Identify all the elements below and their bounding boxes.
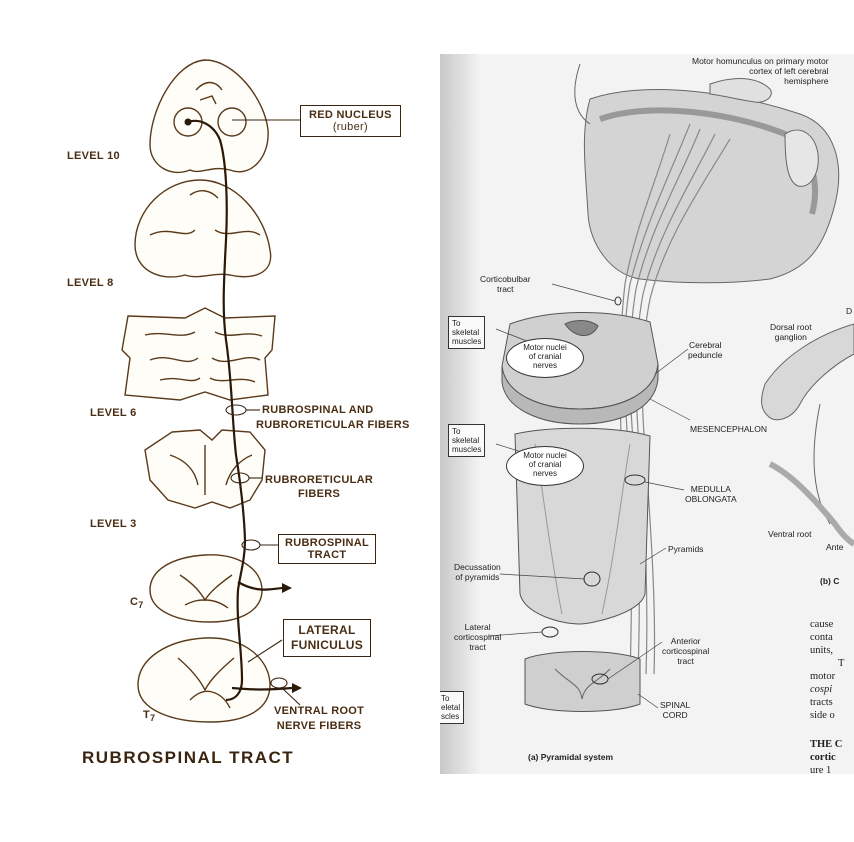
rubrospinal-tract-diagram: LEVEL 10 LEVEL 8 LEVEL 6 LEVEL 3 C7 T7 R… — [67, 59, 410, 767]
rubrospinal-tract-box: RUBROSPINAL TRACT — [278, 534, 376, 564]
motor-homunculus-label: Motor homunculus on primary motor cortex… — [692, 56, 829, 86]
spinal-cord-label: SPINAL CORD — [660, 700, 691, 720]
spinal-cord-section — [524, 651, 641, 712]
diagram-title: RUBROSPINAL TRACT — [82, 748, 295, 767]
text-fragment-8: THE C — [810, 739, 843, 750]
anterior-corticospinal-tract-label: Anterior corticospinal tract — [662, 636, 710, 666]
lateral-corticospinal-tract-label: Lateral corticospinal tract — [454, 622, 502, 652]
to-skeletal-muscles-box-1: To skeletal muscles — [448, 316, 486, 349]
corticobulbar-tract-label: Corticobulbar tract — [480, 274, 531, 294]
dorsal-root-ganglion — [761, 323, 854, 421]
to-skeletal-muscles-box-2: To skeletal muscles — [448, 424, 486, 457]
pyramidal-system-figure: Motor homunculus on primary motor cortex… — [440, 54, 854, 774]
section-c7 — [149, 554, 263, 623]
motor-nuclei-oval-1: Motor nuclei of cranial nerves — [506, 338, 584, 378]
section-level-8 — [134, 179, 272, 278]
pyramidal-system-drawing — [440, 54, 854, 774]
motor-nuclei-oval-2: Motor nuclei of cranial nerves — [506, 446, 584, 486]
level-6-label: LEVEL 6 — [90, 407, 137, 419]
pyramids-label: Pyramids — [668, 544, 704, 554]
text-fragment-1: conta — [810, 632, 833, 643]
section-t7 — [137, 637, 271, 723]
t7-label: T7 — [143, 709, 156, 724]
dorsal-root-ganglion-label: Dorsal root ganglion — [770, 322, 812, 342]
red-nucleus-box: RED NUCLEUS (ruber) — [300, 105, 401, 137]
mesencephalon-label: MESENCEPHALON — [690, 424, 767, 434]
rubrospinal-fiber-line — [187, 119, 247, 702]
text-fragment-4: motor — [810, 671, 836, 682]
section-level-10 — [149, 59, 269, 174]
edge-letter-d: D — [846, 306, 853, 316]
text-fragment-5: cospi — [810, 684, 833, 695]
level-10-label: LEVEL 10 — [67, 150, 120, 162]
text-fragment-2: units, — [810, 645, 834, 656]
face-homunculus — [784, 129, 819, 187]
brainstem-sections-drawing — [121, 59, 302, 723]
text-fragment-9: cortic — [810, 752, 836, 763]
c7-label: C7 — [130, 596, 144, 611]
ventral-root-nerve-fibers-label: VENTRAL ROOT NERVE FIBERS — [274, 705, 365, 732]
cerebral-cortex — [583, 89, 840, 284]
figure-caption-a: (a) Pyramidal system — [528, 752, 614, 762]
level-3-label: LEVEL 3 — [90, 518, 137, 530]
text-fragment-7: side o — [810, 710, 835, 721]
ante-label: Ante — [826, 542, 844, 552]
c7-output-arrow — [237, 581, 283, 591]
arm-homunculus — [709, 78, 772, 103]
rubrospinal-and-rubroreticular-fibers-label: RUBROSPINAL AND RUBRORETICULAR FIBERS — [256, 404, 410, 431]
cerebral-peduncle-label: Cerebral peduncle — [688, 340, 723, 360]
text-fragment-10: ure 1 — [810, 765, 832, 774]
ventral-root-label: Ventral root — [768, 529, 812, 539]
medulla-oblongata-label: MEDULLA OBLONGATA — [685, 484, 737, 504]
rubroreticular-fibers-label: RUBRORETICULAR FIBERS — [265, 474, 374, 500]
t7-output-arrow — [231, 686, 293, 691]
section-level-6 — [121, 307, 276, 401]
text-fragment-3: T — [838, 658, 845, 669]
text-fragment-0: cause — [810, 619, 834, 630]
text-fragment-6: tracts — [810, 697, 833, 708]
lateral-funiculus-box: LATERAL FUNICULUS — [283, 619, 372, 657]
figure-caption-b: (b) C — [820, 576, 840, 586]
red-nucleus-right — [217, 107, 247, 137]
to-skeletal-muscles-box-3: To eletal scles — [440, 691, 465, 724]
level-8-label: LEVEL 8 — [67, 277, 114, 289]
decussation-of-pyramids-label: Decussation of pyramids — [454, 562, 501, 582]
